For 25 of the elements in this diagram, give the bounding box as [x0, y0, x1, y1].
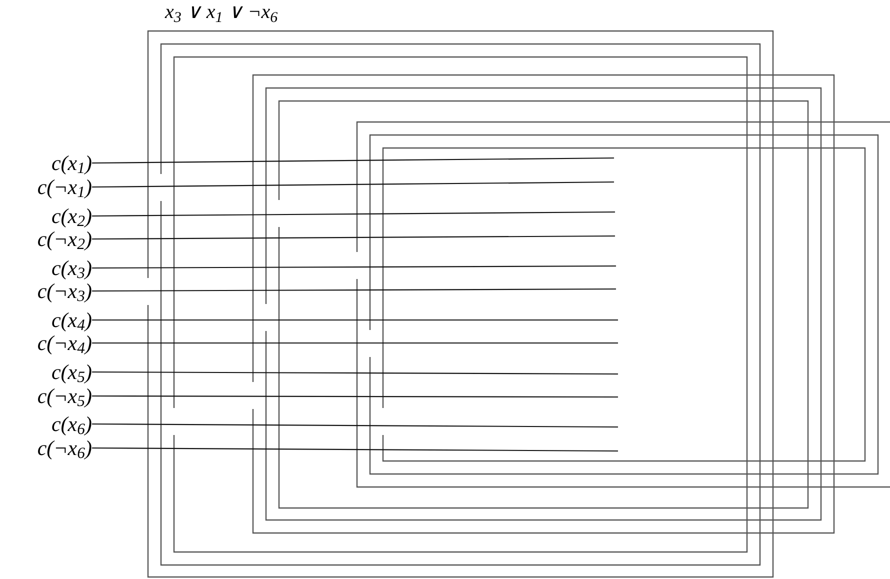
- connector-line: [92, 235, 615, 240]
- literal-label: c(x$_{5}$): [0, 360, 92, 384]
- literal-label: c(¬x$_{3}$): [0, 279, 92, 303]
- literal-label: c(x$_{6}$): [0, 412, 92, 436]
- literal-label: c(¬x$_{6}$): [0, 436, 92, 460]
- connector-line: [92, 423, 618, 428]
- literal-label: c(x$_{2}$): [0, 204, 92, 228]
- connector-line: [92, 288, 616, 292]
- literal-label: c(x$_{1}$): [0, 151, 92, 175]
- literal-label: c(¬x$_{2}$): [0, 227, 92, 251]
- literal-label: c(x$_{4}$): [0, 308, 92, 332]
- clause-formula: x$_{3}$ ∨ x$_{1}$ ∨ ¬x$_{6}$: [165, 2, 278, 22]
- connector-line: [92, 447, 618, 452]
- connector-line: [92, 371, 618, 375]
- literal-label: c(¬x$_{4}$): [0, 331, 92, 355]
- connector-line: [92, 157, 614, 164]
- literal-label: c(x$_{3}$): [0, 256, 92, 280]
- connector-line: [92, 181, 614, 188]
- literal-label: c(¬x$_{1}$): [0, 175, 92, 199]
- connector-line: [92, 265, 616, 269]
- connector-line: [92, 319, 618, 321]
- connector-line: [92, 211, 615, 217]
- connector-line: [92, 395, 618, 398]
- connector-line: [92, 342, 618, 344]
- literal-label: c(¬x$_{5}$): [0, 384, 92, 408]
